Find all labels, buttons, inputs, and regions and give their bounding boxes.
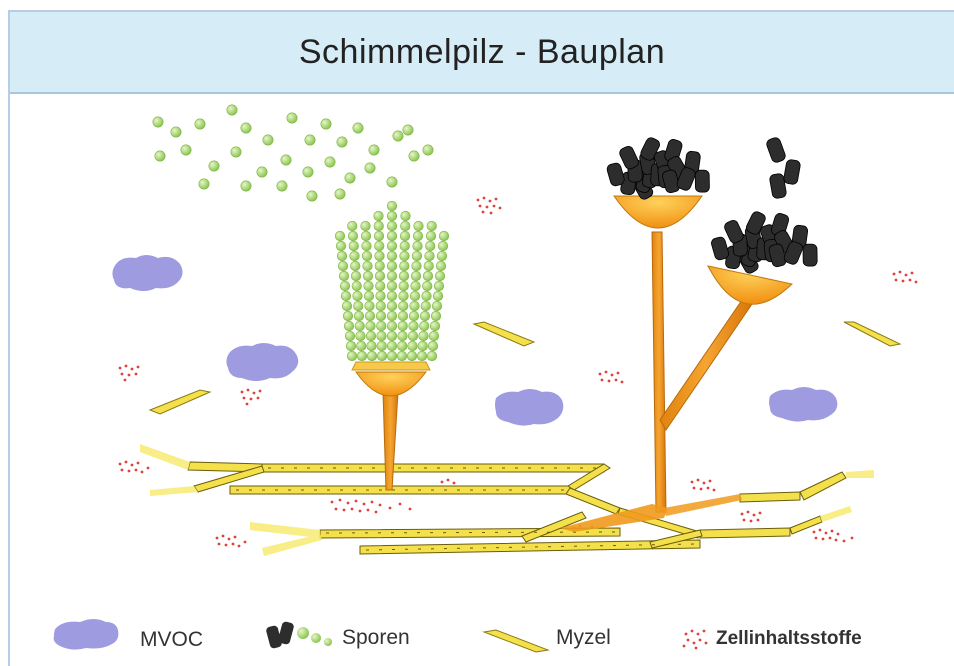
hypha-segment xyxy=(790,516,822,534)
sporangiophore-stalk-main xyxy=(652,232,666,512)
hypha-segment xyxy=(566,488,620,514)
cell-dots-cluster xyxy=(691,479,716,492)
hypha-segment xyxy=(262,464,604,472)
cell-dots-cluster xyxy=(119,461,150,474)
hypha-segment xyxy=(740,492,800,502)
cell-dots-cluster xyxy=(119,365,140,382)
legend-myzel-icon xyxy=(484,630,548,652)
columella-top xyxy=(614,196,702,228)
hypha-tip xyxy=(262,534,322,556)
dark-spores-released xyxy=(765,136,801,199)
legend-zellinhalt-icon xyxy=(683,630,708,650)
hypha-segment xyxy=(700,528,790,538)
dark-spore-mass-top xyxy=(606,136,710,201)
mycel-fragment xyxy=(474,322,534,346)
green-spores-dispersed xyxy=(153,105,433,201)
legend-mvoc-icon xyxy=(54,619,119,650)
hypha-segment xyxy=(360,540,700,554)
mvoc-blob xyxy=(226,343,298,381)
green-sporophore-stalk xyxy=(383,392,398,490)
cell-dots-cluster xyxy=(599,371,624,384)
hypha-tip xyxy=(250,522,320,538)
legend-zellinhalt-label: Zellinhaltsstoffe xyxy=(716,628,862,650)
green-sporophore-vesicle xyxy=(356,372,426,396)
cell-dots-cluster xyxy=(241,389,262,406)
sporangiophore-base-right xyxy=(664,494,742,516)
legend-sporen-label: Sporen xyxy=(342,626,410,650)
cell-dots-cluster xyxy=(813,529,854,543)
legend-mvoc-label: MVOC xyxy=(140,628,203,652)
mvoc-blob xyxy=(769,387,837,422)
legend-sporen-icon xyxy=(265,621,332,649)
mvoc-blob xyxy=(112,255,182,291)
cell-dots-cluster xyxy=(331,499,412,514)
hypha-tip xyxy=(820,506,852,522)
green-sporophore-phialides xyxy=(352,362,430,370)
mvoc-blob xyxy=(495,389,563,426)
green-spore-chains xyxy=(335,201,449,361)
hypha-tip xyxy=(150,486,198,496)
legend-myzel-label: Myzel xyxy=(556,626,611,650)
mycel-fragment xyxy=(150,390,210,414)
hypha-segment xyxy=(800,472,846,500)
sporangiophore-stalk-branch xyxy=(660,300,752,430)
cell-dots-cluster xyxy=(893,271,918,284)
cell-dots-cluster xyxy=(477,197,502,215)
green-sporophore xyxy=(153,105,449,490)
cell-dots-cluster xyxy=(216,535,247,548)
hypha-segment xyxy=(230,486,570,494)
hypha-tip xyxy=(140,444,190,470)
mycelium-network xyxy=(140,444,874,556)
dark-spore-mass-right xyxy=(710,210,817,275)
hypha-tip xyxy=(846,470,874,478)
mycel-fragment xyxy=(844,322,900,346)
cell-dots-cluster xyxy=(741,511,762,523)
